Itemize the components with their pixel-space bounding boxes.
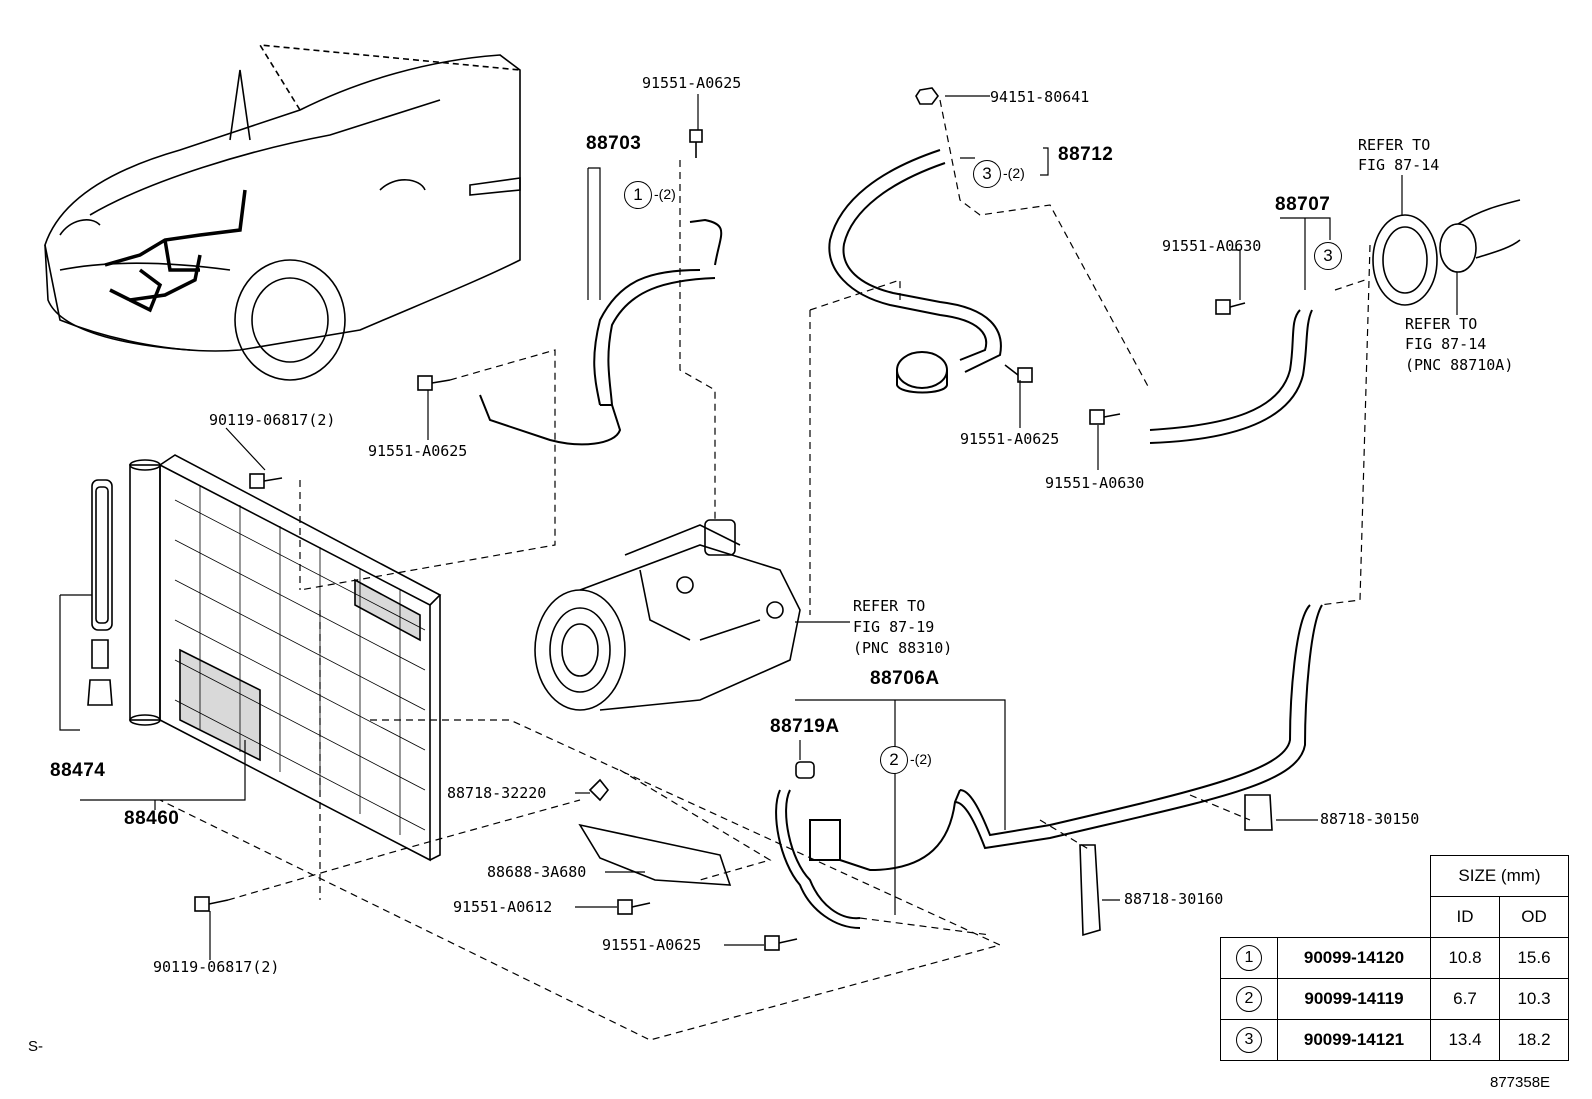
refer-comp-line3: (PNC 88310) [853,639,953,657]
label-88719a: 88719A [770,716,840,737]
label-88703: 88703 [586,133,642,154]
row-mark: 3 [1236,1027,1262,1053]
label-91551-a0630-top: 91551-A0630 [1162,237,1262,255]
clutch-parts [1372,199,1521,306]
label-88707: 88707 [1275,194,1331,215]
leader-lines [59,94,1458,960]
table-row: 1 90099-14120 10.8 15.6 [1220,937,1569,979]
callout-3-a-qty: -(2) [1003,165,1025,181]
label-94151-80641: 94151-80641 [990,88,1090,106]
label-88474: 88474 [50,760,106,781]
row-od: 18.2 [1499,1019,1569,1061]
table-row: 2 90099-14119 6.7 10.3 [1220,978,1569,1020]
table-header-row: SIZE (mm) [1221,855,1569,897]
row-od: 15.6 [1499,937,1569,979]
figure-id: 877358E [1490,1074,1551,1091]
footer-left-mark: S- [28,1038,43,1055]
hose-88703 [479,218,723,446]
table-subheader-row: ID OD [1221,896,1569,938]
compressor [534,519,801,711]
table-row: 3 90099-14121 13.4 18.2 [1220,1019,1569,1061]
row-id: 10.8 [1430,937,1500,979]
pipe-88707 [1149,309,1313,444]
label-91551-a0625-left: 91551-A0625 [368,442,468,460]
row-od: 10.3 [1499,978,1569,1020]
row-part-number: 90099-14121 [1277,1019,1431,1061]
label-91551-a0612: 91551-A0612 [453,898,553,916]
label-91551-a0630-mid: 91551-A0630 [1045,474,1145,492]
condenser-88460 [129,454,442,862]
row-part-number: 90099-14119 [1277,978,1431,1020]
label-90119-06817-top: 90119-06817(2) [209,411,336,429]
refer-mid-line2: FIG 87-14 [1405,335,1487,353]
label-90119-06817-bottom: 90119-06817(2) [153,958,280,976]
bolts [194,87,1246,951]
callout-2-qty: -(2) [910,751,932,767]
row-id: 13.4 [1430,1019,1500,1061]
pipe-88706a [775,604,1323,929]
label-88706a: 88706A [870,668,940,689]
hose-88712 [828,149,1002,394]
callout-1: 1 [624,181,652,209]
refer-comp-line2: FIG 87-19 [853,618,935,636]
header-id: ID [1430,896,1500,938]
label-88712: 88712 [1058,144,1114,165]
label-91551-a0625-mid: 91551-A0625 [960,430,1060,448]
label-88460: 88460 [124,808,180,829]
brackets [578,761,1273,937]
dashed-guides [159,99,1371,1041]
engine-harness [104,189,247,313]
row-mark: 2 [1236,986,1262,1012]
row-id: 6.7 [1430,978,1500,1020]
refer-top-line1: REFER TO [1358,136,1431,154]
label-88718-30150: 88718-30150 [1320,810,1420,828]
refer-mid-line3: (PNC 88710A) [1405,356,1514,374]
vehicle-outline [44,44,521,381]
callout-3-b: 3 [1314,242,1342,270]
refer-top-line2: FIG 87-14 [1358,156,1440,174]
header-od: OD [1499,896,1569,938]
row-part-number: 90099-14120 [1277,937,1431,979]
label-91551-a0625-bottom: 91551-A0625 [602,936,702,954]
row-mark: 1 [1236,945,1262,971]
refer-comp-line1: REFER TO [853,597,926,615]
callout-2: 2 [880,746,908,774]
refer-mid-line1: REFER TO [1405,315,1478,333]
o-ring-size-table: SIZE (mm) ID OD 1 90099-14120 10.8 15.6 … [1220,855,1569,1061]
receiver-parts-88474 [87,479,113,706]
label-91551-a0625-top: 91551-A0625 [642,74,742,92]
header-size: SIZE (mm) [1430,855,1569,897]
label-88688-3a680: 88688-3A680 [487,863,587,881]
callout-3-a: 3 [973,160,1001,188]
label-88718-32220: 88718-32220 [447,784,547,802]
label-88718-30160: 88718-30160 [1124,890,1224,908]
callout-1-qty: -(2) [654,186,676,202]
